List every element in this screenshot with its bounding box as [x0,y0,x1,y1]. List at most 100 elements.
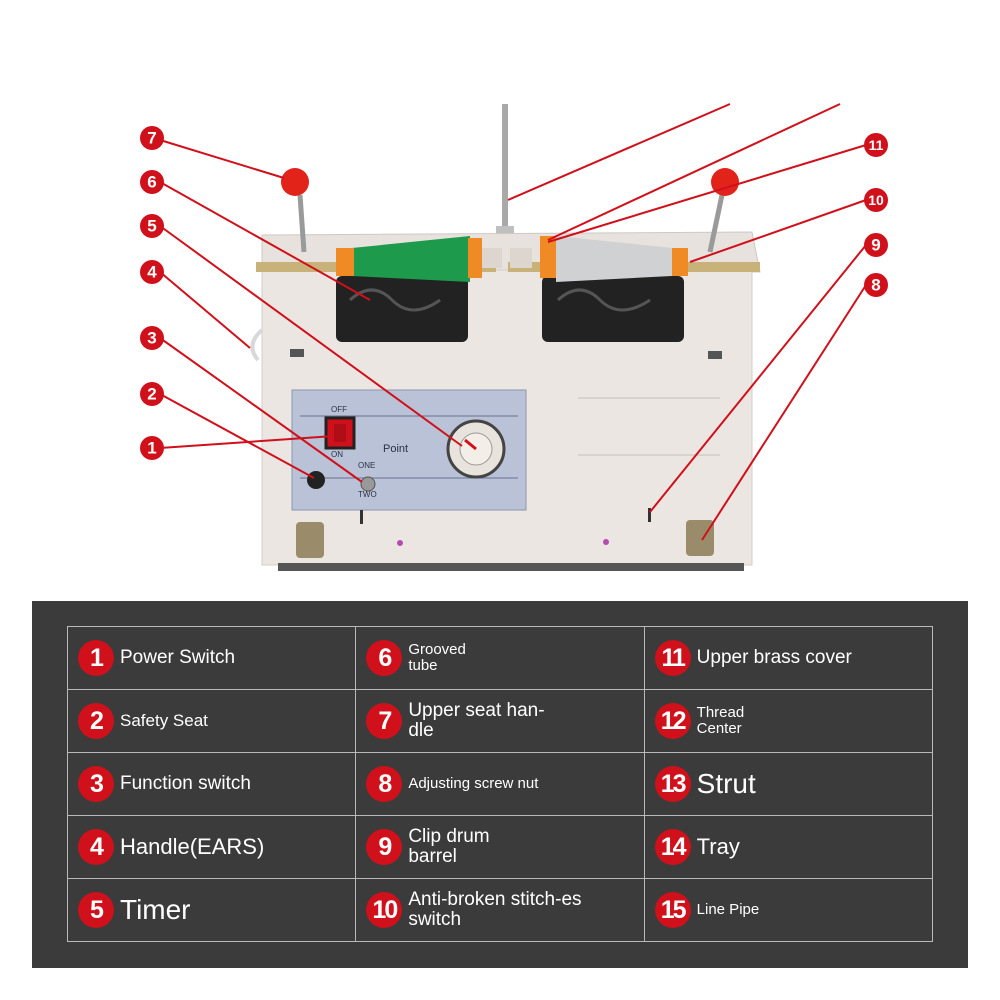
ears-handle [250,328,264,362]
legend-table: 1 Power Switch 6 Grooved tube 11 Upper b… [66,626,934,942]
legend-badge: 15 [654,892,691,928]
anti-broken-stitches-switch [397,540,403,546]
clip-drum-barrel-left [296,522,324,558]
legend-cell: 9 Clip drum barrel [355,815,645,879]
callout-badges: 7 6 5 4 3 2 1 11 10 9 8 [140,126,888,460]
legend-cell: 14 Tray [643,815,934,879]
brass-cover-right [510,248,532,268]
legend-label: Clip drum barrel [408,826,490,867]
line-pipe-marker [648,508,651,522]
on-label: ON [331,450,343,459]
callout-badge-1 [140,436,164,460]
callout-badge-9 [864,233,888,257]
callout-number: 8 [871,276,880,295]
legend-badge: 3 [78,766,114,802]
legend-label: Safety Seat [120,711,208,731]
legend-row: 5 Timer 10 Anti-broken stitch-es switch … [66,878,934,942]
legend-badge: 6 [366,640,403,676]
legend-cell: 6 Grooved tube [355,626,645,690]
legend-cell: 8 Adjusting screw nut [355,752,645,816]
legend-label: Tray [696,834,740,860]
legend-row: 1 Power Switch 6 Grooved tube 11 Upper b… [66,626,934,690]
legend-cell: 11 Upper brass cover [643,626,934,690]
machine-base [278,563,744,571]
legend-label: Upper brass cover [696,647,852,669]
legend-badge: 8 [366,766,403,802]
legend-row: 2 Safety Seat 7 Upper seat han-dle 12 Th… [66,689,934,753]
legend-cell: 1 Power Switch [66,626,357,690]
screw [708,351,722,359]
grey-thread-spool [556,236,672,282]
callout-badge-6 [140,170,164,194]
legend-badge: 4 [78,829,114,865]
callout-number: 2 [147,385,156,404]
callout-number: 7 [147,129,156,148]
legend-cell: 15 Line Pipe [643,878,934,942]
legend-cell: 2 Safety Seat [66,689,357,753]
legend-cell: 3 Function switch [66,752,357,816]
callout-badge-5 [140,214,164,238]
legend-label: Upper seat han-dle [408,700,545,741]
strut [502,104,508,234]
legend-panel: 1 Power Switch 6 Grooved tube 11 Upper b… [32,601,968,968]
callout-badge-11 [864,133,888,157]
spool-cap-left [336,248,354,276]
spool-cap-left-2 [468,238,482,278]
grooved-tube-right-groove [556,288,651,312]
callout-number: 4 [147,263,157,282]
legend-cell: 10 Anti-broken stitch-es switch [355,878,645,942]
callout-number: 9 [871,236,880,255]
red-knob-right [711,168,739,196]
upper-seat-handle-left [297,194,307,253]
brass-cover-left [482,248,502,268]
legend-cell: 7 Upper seat han-dle [355,689,645,753]
callout-number: 6 [147,173,156,192]
legend-cell: 13 Strut [643,752,934,816]
clip-drum-barrel-right [686,520,714,556]
legend-label: Handle(EARS) [120,834,265,860]
legend-badge: 14 [654,829,691,865]
spool-cap-right [540,236,556,278]
line-pipe-marker [360,510,363,524]
off-label: OFF [331,405,347,414]
legend-label: Grooved tube [408,641,466,674]
callout-badge-7 [140,126,164,150]
grooved-tube-left-groove [348,288,441,312]
legend-row: 3 Function switch 8 Adjusting screw nut … [66,752,934,816]
legend-label: Anti-broken stitch-es switch [408,889,582,930]
one-label: ONE [358,461,375,470]
point-label: Point [383,443,408,455]
screw [290,349,304,357]
legend-label: Function switch [120,773,251,795]
legend-badge: 2 [78,703,114,739]
legend-badge: 10 [366,892,403,928]
two-label: TWO [358,490,377,499]
callout-badge-10 [864,188,888,212]
power-switch-rocker [334,424,346,442]
legend-row: 4 Handle(EARS) 9 Clip drum barrel 14 Tra… [66,815,934,879]
legend-cell: 5 Timer [66,878,357,942]
legend-badge: 11 [654,640,691,676]
legend-badge: 12 [654,703,691,739]
upper-seat-handle-right [707,194,725,253]
legend-label: Timer [120,894,191,926]
green-thread-spool [352,236,470,282]
callout-number: 5 [147,217,156,236]
machine-figure: OFF ON Point ONE TWO 7 6 5 [140,103,888,571]
red-knob-left [281,168,309,196]
safety-seat [307,471,325,489]
callout-number: 10 [868,192,884,208]
legend-cell: 4 Handle(EARS) [66,815,357,879]
callout-number: 11 [869,137,884,153]
legend-badge: 5 [78,892,114,928]
legend-label: Thread Center [696,704,745,737]
legend-label: Line Pipe [696,901,760,919]
callout-number: 3 [147,329,156,348]
legend-badge: 7 [366,703,403,739]
function-switch[interactable] [360,476,376,492]
callout-badge-8 [864,273,888,297]
legend-badge: 9 [366,829,403,865]
legend-label: Adjusting screw nut [408,775,539,793]
legend-badge: 1 [78,640,114,676]
legend-cell: 12 Thread Center [643,689,934,753]
